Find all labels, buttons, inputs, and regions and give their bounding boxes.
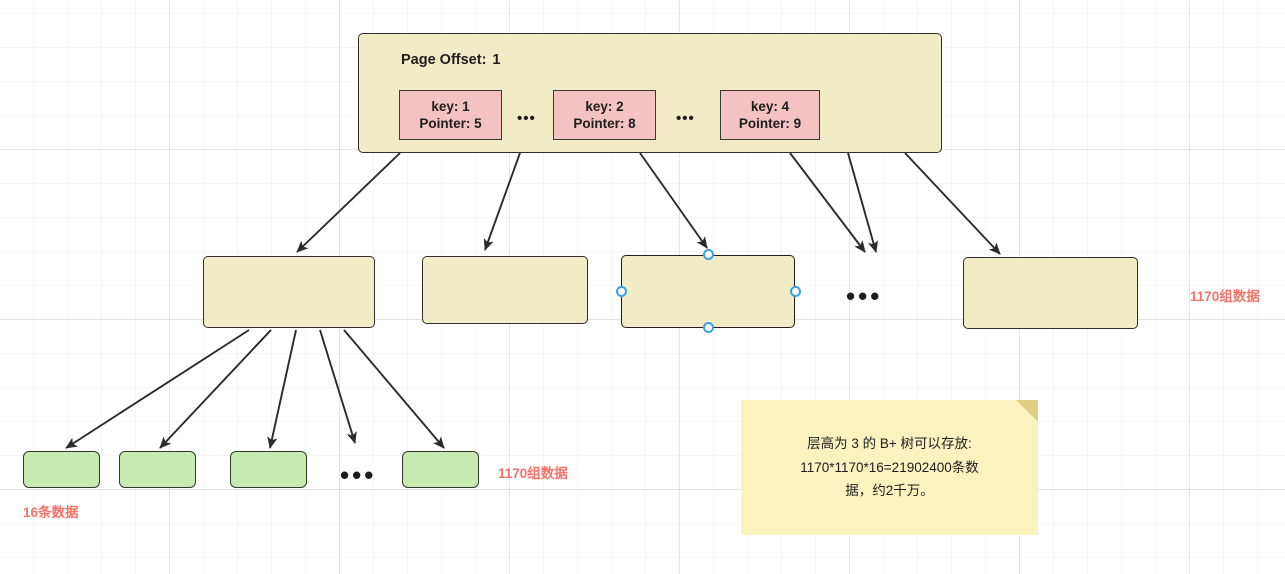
level2-right-label: 1170组数据 xyxy=(1190,289,1260,304)
level2-node-1[interactable] xyxy=(203,256,375,328)
key-entry-3[interactable]: key: 4 Pointer: 9 xyxy=(720,90,820,140)
page-offset-label: Page Offset: xyxy=(401,52,487,68)
leaf-left-label: 16条数据 xyxy=(23,505,79,520)
edge-root-to-ellipsis-b xyxy=(847,152,879,253)
key-entry-3-key: key: 4 xyxy=(750,98,790,114)
edge-node1-to-leaf-ellipsis xyxy=(319,329,357,444)
edge-node1-to-leaf1 xyxy=(65,329,250,449)
edge-root-to-node1 xyxy=(296,152,401,253)
key-entry-1[interactable]: key: 1 Pointer: 5 xyxy=(399,90,502,140)
edge-root-to-ellipsis-a xyxy=(789,152,866,253)
root-ellipsis-1: ••• xyxy=(517,110,536,127)
edge-root-to-node4 xyxy=(904,152,1001,255)
selection-handle-right[interactable] xyxy=(790,286,801,297)
leaf-ellipsis: ••• xyxy=(340,460,377,490)
level2-node-3-selected[interactable] xyxy=(621,255,795,328)
key-entry-2-pointer: Pointer: 8 xyxy=(573,116,636,131)
selection-handle-bottom[interactable] xyxy=(703,322,714,333)
edge-node1-to-leaf2 xyxy=(159,329,272,449)
page-offset: Page Offset: 1 xyxy=(401,52,501,68)
page-offset-value: 1 xyxy=(492,52,501,68)
leaf-right-label: 1170组数据 xyxy=(498,466,568,481)
edge-root-to-node3 xyxy=(639,152,708,249)
level2-node-2[interactable] xyxy=(422,256,588,324)
leaf-node-1[interactable] xyxy=(23,451,100,488)
leaf-node-3[interactable] xyxy=(230,451,307,488)
note-box[interactable]: 层高为 3 的 B+ 树可以存放: 1170*1170*16=21902400条… xyxy=(741,400,1038,535)
key-entry-2-key: key: 2 xyxy=(585,98,624,114)
key-entry-3-pointer: Pointer: 9 xyxy=(738,116,802,131)
key-entry-1-pointer: Pointer: 5 xyxy=(419,116,482,131)
key-entry-2[interactable]: key: 2 Pointer: 8 xyxy=(553,90,656,140)
note-fold-icon xyxy=(1016,400,1038,422)
leaf-node-4[interactable] xyxy=(402,451,479,488)
note-text: 层高为 3 的 B+ 树可以存放: 1170*1170*16=21902400条… xyxy=(800,436,979,499)
key-entry-1-key: key: 1 xyxy=(431,98,470,114)
selection-handle-top[interactable] xyxy=(703,249,714,260)
root-ellipsis-2: ••• xyxy=(676,110,695,127)
leaf-node-2[interactable] xyxy=(119,451,196,488)
edge-node1-to-leaf3 xyxy=(267,329,297,449)
level2-ellipsis: ••• xyxy=(846,281,883,311)
edge-root-to-node2 xyxy=(483,152,521,251)
selection-handle-left[interactable] xyxy=(616,286,627,297)
edge-node1-to-leaf4 xyxy=(343,329,445,449)
level2-node-4[interactable] xyxy=(963,257,1138,329)
